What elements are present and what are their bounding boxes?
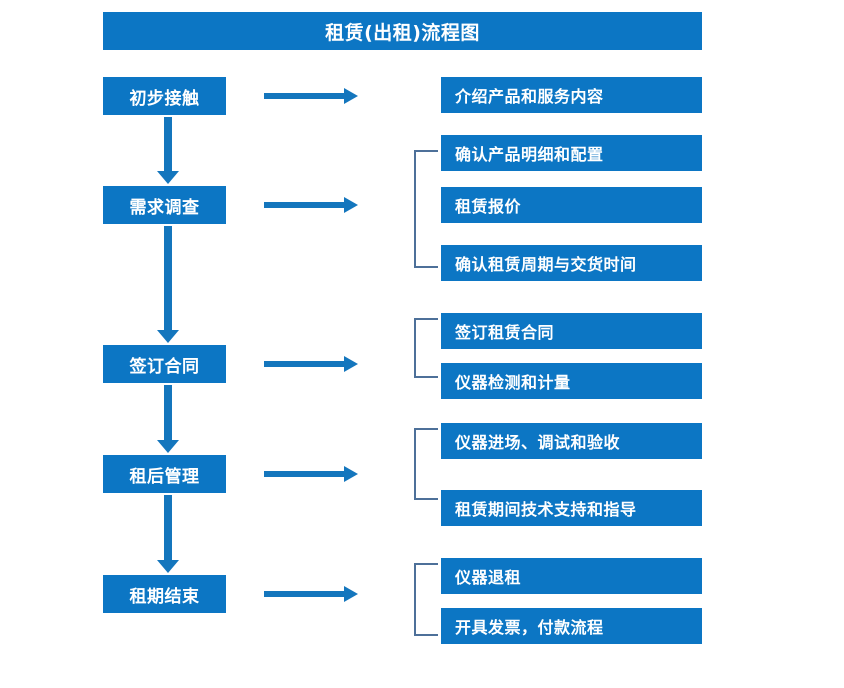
arrow-shaft (264, 361, 346, 367)
horizontal-arrow-2 (264, 196, 360, 214)
arrow-head-icon (344, 88, 358, 104)
stage-box-rental-end[interactable]: 租期结束 (103, 575, 226, 613)
detail-box-invoice-payment[interactable]: 开具发票，付款流程 (441, 608, 702, 644)
arrow-head-icon (157, 560, 179, 573)
detail-box-rental-quotation[interactable]: 租赁报价 (441, 187, 702, 223)
arrow-head-icon (344, 356, 358, 372)
stage-box-sign-contract[interactable]: 签订合同 (103, 345, 226, 383)
vertical-arrow-4 (157, 495, 179, 575)
arrow-head-icon (344, 466, 358, 482)
horizontal-arrow-3 (264, 355, 360, 373)
arrow-shaft (264, 93, 346, 99)
detail-box-introduce-products[interactable]: 介绍产品和服务内容 (441, 77, 702, 113)
horizontal-arrow-4 (264, 465, 360, 483)
arrow-head-icon (344, 586, 358, 602)
vertical-arrow-1 (157, 117, 179, 186)
diagram-title: 租赁(出租)流程图 (103, 12, 702, 50)
stage-box-initial-contact[interactable]: 初步接触 (103, 77, 226, 115)
detail-box-instrument-entry-commissioning[interactable]: 仪器进场、调试和验收 (441, 423, 702, 459)
arrow-head-icon (157, 440, 179, 453)
vertical-arrow-2 (157, 226, 179, 345)
arrow-head-icon (344, 197, 358, 213)
arrow-shaft (264, 591, 346, 597)
detail-box-technical-support[interactable]: 租赁期间技术支持和指导 (441, 490, 702, 526)
detail-box-confirm-product-details[interactable]: 确认产品明细和配置 (441, 135, 702, 171)
group-bracket-rental-end (414, 563, 438, 636)
horizontal-arrow-5 (264, 585, 360, 603)
detail-box-confirm-rental-period[interactable]: 确认租赁周期与交货时间 (441, 245, 702, 281)
horizontal-arrow-1 (264, 87, 360, 105)
group-bracket-needs-survey (414, 150, 438, 268)
arrow-shaft (264, 202, 346, 208)
arrow-head-icon (157, 330, 179, 343)
arrow-shaft (164, 385, 172, 440)
arrow-shaft (164, 117, 172, 171)
detail-box-instrument-inspection[interactable]: 仪器检测和计量 (441, 363, 702, 399)
detail-box-instrument-return[interactable]: 仪器退租 (441, 558, 702, 594)
group-bracket-sign-contract (414, 318, 438, 378)
stage-box-post-rental-management[interactable]: 租后管理 (103, 455, 226, 493)
arrow-shaft (164, 226, 172, 330)
arrow-head-icon (157, 171, 179, 184)
arrow-shaft (164, 495, 172, 560)
arrow-shaft (264, 471, 346, 477)
stage-box-needs-survey[interactable]: 需求调查 (103, 186, 226, 224)
detail-box-sign-rental-contract[interactable]: 签订租赁合同 (441, 313, 702, 349)
group-bracket-post-rental (414, 428, 438, 500)
vertical-arrow-3 (157, 385, 179, 455)
